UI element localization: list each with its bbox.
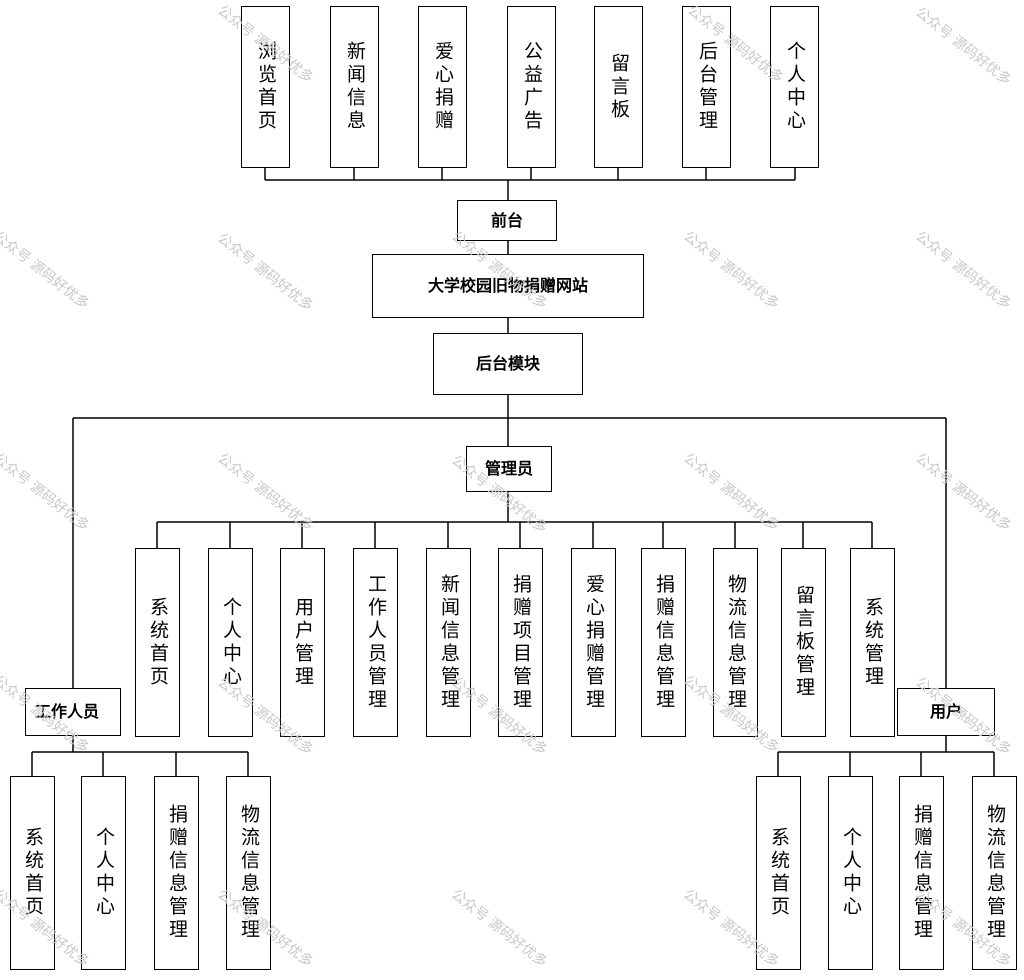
admin-module-8: 捐赠信息管理 (641, 548, 686, 737)
admin-module-7: 爱心捐赠管理 (571, 548, 616, 737)
admin-role: 管理员 (466, 446, 552, 492)
admin-module-6: 捐赠项目管理 (498, 548, 543, 737)
user-module-1: 系统首页 (756, 776, 801, 970)
staff-role: 工作人员 (25, 688, 121, 736)
admin-module-4: 工作人员管理 (353, 548, 398, 737)
user-module-3: 捐赠信息管理 (899, 776, 944, 970)
admin-module-10: 留言板管理 (781, 548, 826, 737)
front-label: 前台 (457, 200, 557, 241)
user-module-4: 物流信息管理 (972, 776, 1017, 970)
front-module-7: 个人中心 (770, 6, 819, 168)
staff-module-2: 个人中心 (81, 776, 126, 970)
front-module-5: 留言板 (594, 6, 643, 168)
user-role: 用户 (897, 688, 995, 736)
admin-module-2: 个人中心 (208, 548, 253, 737)
front-module-1: 浏览首页 (241, 6, 290, 168)
staff-module-4: 物流信息管理 (226, 776, 271, 970)
admin-module-9: 物流信息管理 (713, 548, 758, 737)
staff-module-1: 系统首页 (10, 776, 55, 970)
staff-module-3: 捐赠信息管理 (154, 776, 199, 970)
admin-module-3: 用户管理 (280, 548, 325, 737)
admin-module-11: 系统管理 (850, 548, 895, 737)
front-module-2: 新闻信息 (330, 6, 379, 168)
front-module-6: 后台管理 (682, 6, 731, 168)
backend-label: 后台模块 (433, 333, 583, 395)
site-title: 大学校园旧物捐赠网站 (372, 254, 644, 318)
front-module-4: 公益广告 (507, 6, 556, 168)
admin-module-5: 新闻信息管理 (426, 548, 471, 737)
front-module-3: 爱心捐赠 (418, 6, 467, 168)
admin-module-1: 系统首页 (135, 548, 180, 737)
user-module-2: 个人中心 (828, 776, 873, 970)
